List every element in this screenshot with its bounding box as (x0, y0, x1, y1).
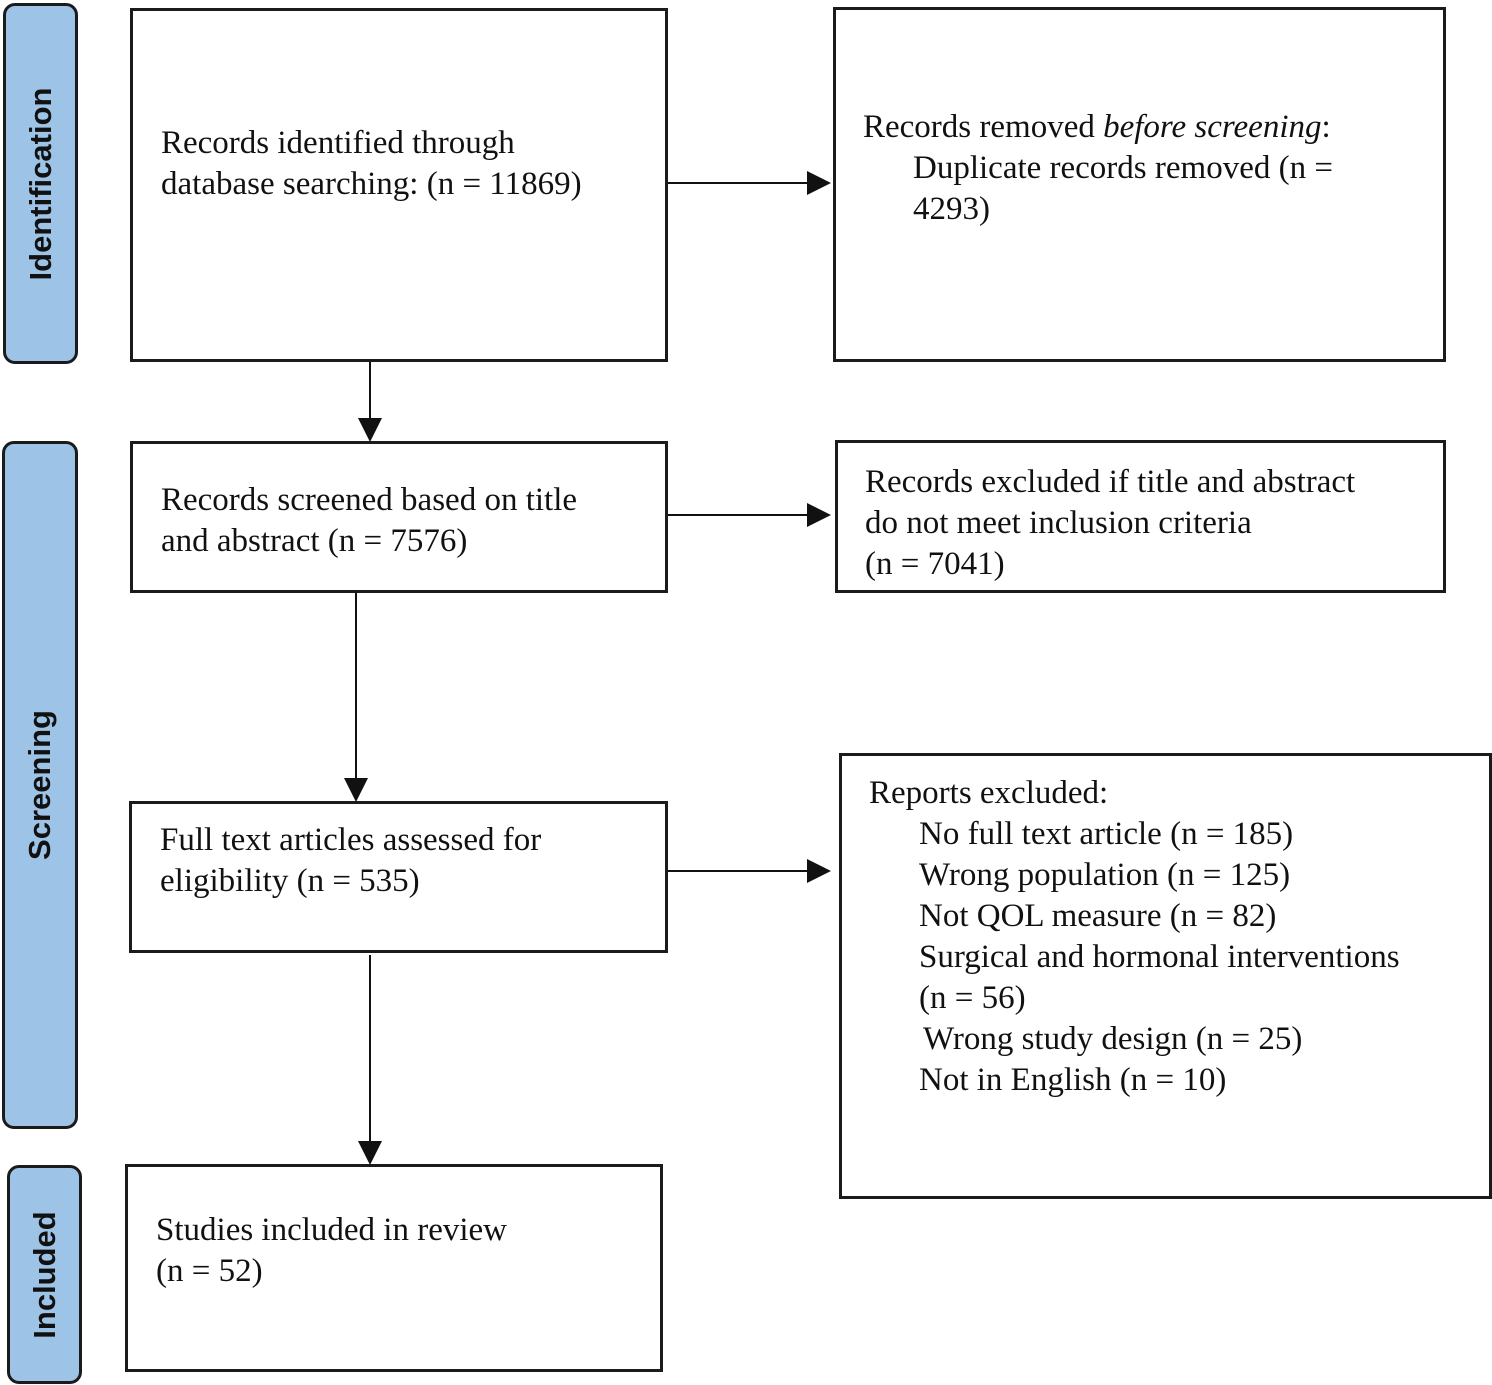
reports-excluded-item: Not in English (n = 10) (919, 1062, 1227, 1098)
reports-excluded-item: Not QOL measure (n = 82) (919, 898, 1277, 934)
records-identified-box: Records identified through database sear… (130, 8, 668, 362)
records-identified-line2: database searching: (n = 11869) (161, 166, 582, 202)
reports-excluded-title: Reports excluded: (869, 775, 1109, 811)
studies-included-line1: Studies included in review (156, 1212, 508, 1248)
reports-excluded-item: Wrong population (n = 125) (919, 857, 1291, 893)
records-removed-italic: before screening (1103, 109, 1322, 145)
phase-included: Included (7, 1165, 82, 1384)
records-removed-box: Records removed before screening: Duplic… (833, 7, 1446, 362)
reports-excluded-item: Surgical and hormonal interventions (919, 939, 1400, 975)
records-excluded-line3: (n = 7041) (865, 546, 1005, 582)
fulltext-assessed-box: Full text articles assessed for eligibil… (129, 801, 668, 953)
records-identified-line1: Records identified through (161, 125, 515, 161)
records-excluded-line2: do not meet inclusion criteria (865, 505, 1252, 541)
reports-excluded-item: No full text article (n = 185) (919, 816, 1294, 852)
fulltext-assessed-line1: Full text articles assessed for (160, 822, 542, 858)
records-removed-line3: 4293) (913, 191, 990, 227)
reports-excluded-item: Wrong study design (n = 25) (923, 1021, 1303, 1057)
fulltext-assessed-line2: eligibility (n = 535) (160, 863, 420, 899)
studies-included-line2: (n = 52) (156, 1253, 263, 1289)
records-screened-line1: Records screened based on title (161, 482, 578, 518)
reports-excluded-box: Reports excluded: No full text article (… (839, 753, 1492, 1199)
phase-identification: Identification (3, 3, 78, 364)
phase-screening: Screening (2, 441, 78, 1129)
records-excluded-box: Records excluded if title and abstract d… (835, 440, 1446, 593)
records-screened-line2: and abstract (n = 7576) (161, 523, 468, 559)
reports-excluded-item: (n = 56) (919, 980, 1026, 1016)
records-excluded-line1: Records excluded if title and abstract (865, 464, 1356, 500)
records-removed-title: Records removed before screening: (863, 109, 1331, 145)
studies-included-box: Studies included in review (n = 52) (125, 1164, 663, 1372)
records-removed-line2: Duplicate records removed (n = (913, 150, 1333, 186)
records-screened-box: Records screened based on title and abst… (130, 441, 668, 593)
